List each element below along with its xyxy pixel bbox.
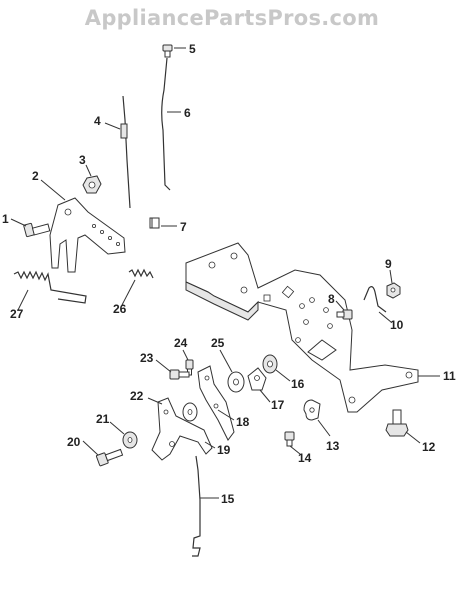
callout-19: 19 [217, 443, 231, 457]
callout-4: 4 [94, 114, 101, 128]
watermark-text: AppliancePartsPros.com [84, 6, 380, 30]
part-11-control-bracket[interactable] [185, 242, 419, 413]
callout-9: 9 [385, 257, 392, 271]
callout-22: 22 [130, 389, 144, 403]
callout-5: 5 [189, 42, 196, 56]
callout-25: 25 [211, 336, 225, 350]
callout-14: 14 [298, 451, 312, 465]
part-20-bolt[interactable] [95, 448, 124, 467]
part-19-washer[interactable] [182, 402, 198, 422]
part-23-bolt[interactable] [169, 369, 190, 380]
callout-23: 23 [140, 351, 154, 365]
part-6-link-rod[interactable] [161, 57, 171, 191]
part-9-nut[interactable] [386, 282, 401, 299]
callout-27: 27 [10, 307, 24, 321]
callout-2: 2 [32, 169, 39, 183]
part-1-bolt[interactable] [23, 222, 51, 238]
callout-24: 24 [174, 336, 188, 350]
callout-1: 1 [2, 212, 9, 226]
callout-12: 12 [422, 440, 436, 454]
callout-20: 20 [67, 435, 81, 449]
part-18-throttle-lever[interactable] [197, 365, 235, 441]
part-21-washer[interactable] [122, 431, 138, 449]
callout-15: 15 [221, 492, 235, 506]
part-27-spring[interactable] [13, 270, 87, 304]
part-17-lever[interactable] [247, 367, 267, 391]
part-2-governor-lever[interactable] [49, 197, 126, 273]
part-22-choke-lever[interactable] [151, 397, 213, 461]
part-16-washer[interactable] [262, 354, 278, 374]
part-3-nut[interactable] [82, 175, 102, 194]
callout-16: 16 [291, 377, 305, 391]
callout-13: 13 [326, 439, 340, 453]
part-13-cable-clamp[interactable] [303, 399, 321, 421]
part-8-screw[interactable] [336, 309, 353, 320]
part-4-spring-rod[interactable] [120, 95, 131, 209]
part-5-screw[interactable] [162, 44, 173, 58]
part-7-clip[interactable] [149, 217, 160, 229]
callout-7: 7 [180, 220, 187, 234]
callout-6: 6 [184, 106, 191, 120]
callout-11: 11 [443, 369, 456, 383]
callout-8: 8 [328, 292, 335, 306]
callout-18: 18 [236, 415, 250, 429]
part-15-link-rod[interactable] [192, 455, 201, 557]
part-26-spring[interactable] [128, 268, 154, 279]
part-25-washer[interactable] [227, 371, 245, 393]
part-14-screw[interactable] [284, 431, 295, 447]
callout-17: 17 [271, 398, 285, 412]
callout-3: 3 [79, 153, 86, 167]
callout-21: 21 [96, 412, 110, 426]
callout-26: 26 [113, 302, 127, 316]
part-12-bolt[interactable] [385, 409, 409, 437]
callout-10: 10 [390, 318, 404, 332]
part-10-spring-wire[interactable] [363, 286, 387, 313]
